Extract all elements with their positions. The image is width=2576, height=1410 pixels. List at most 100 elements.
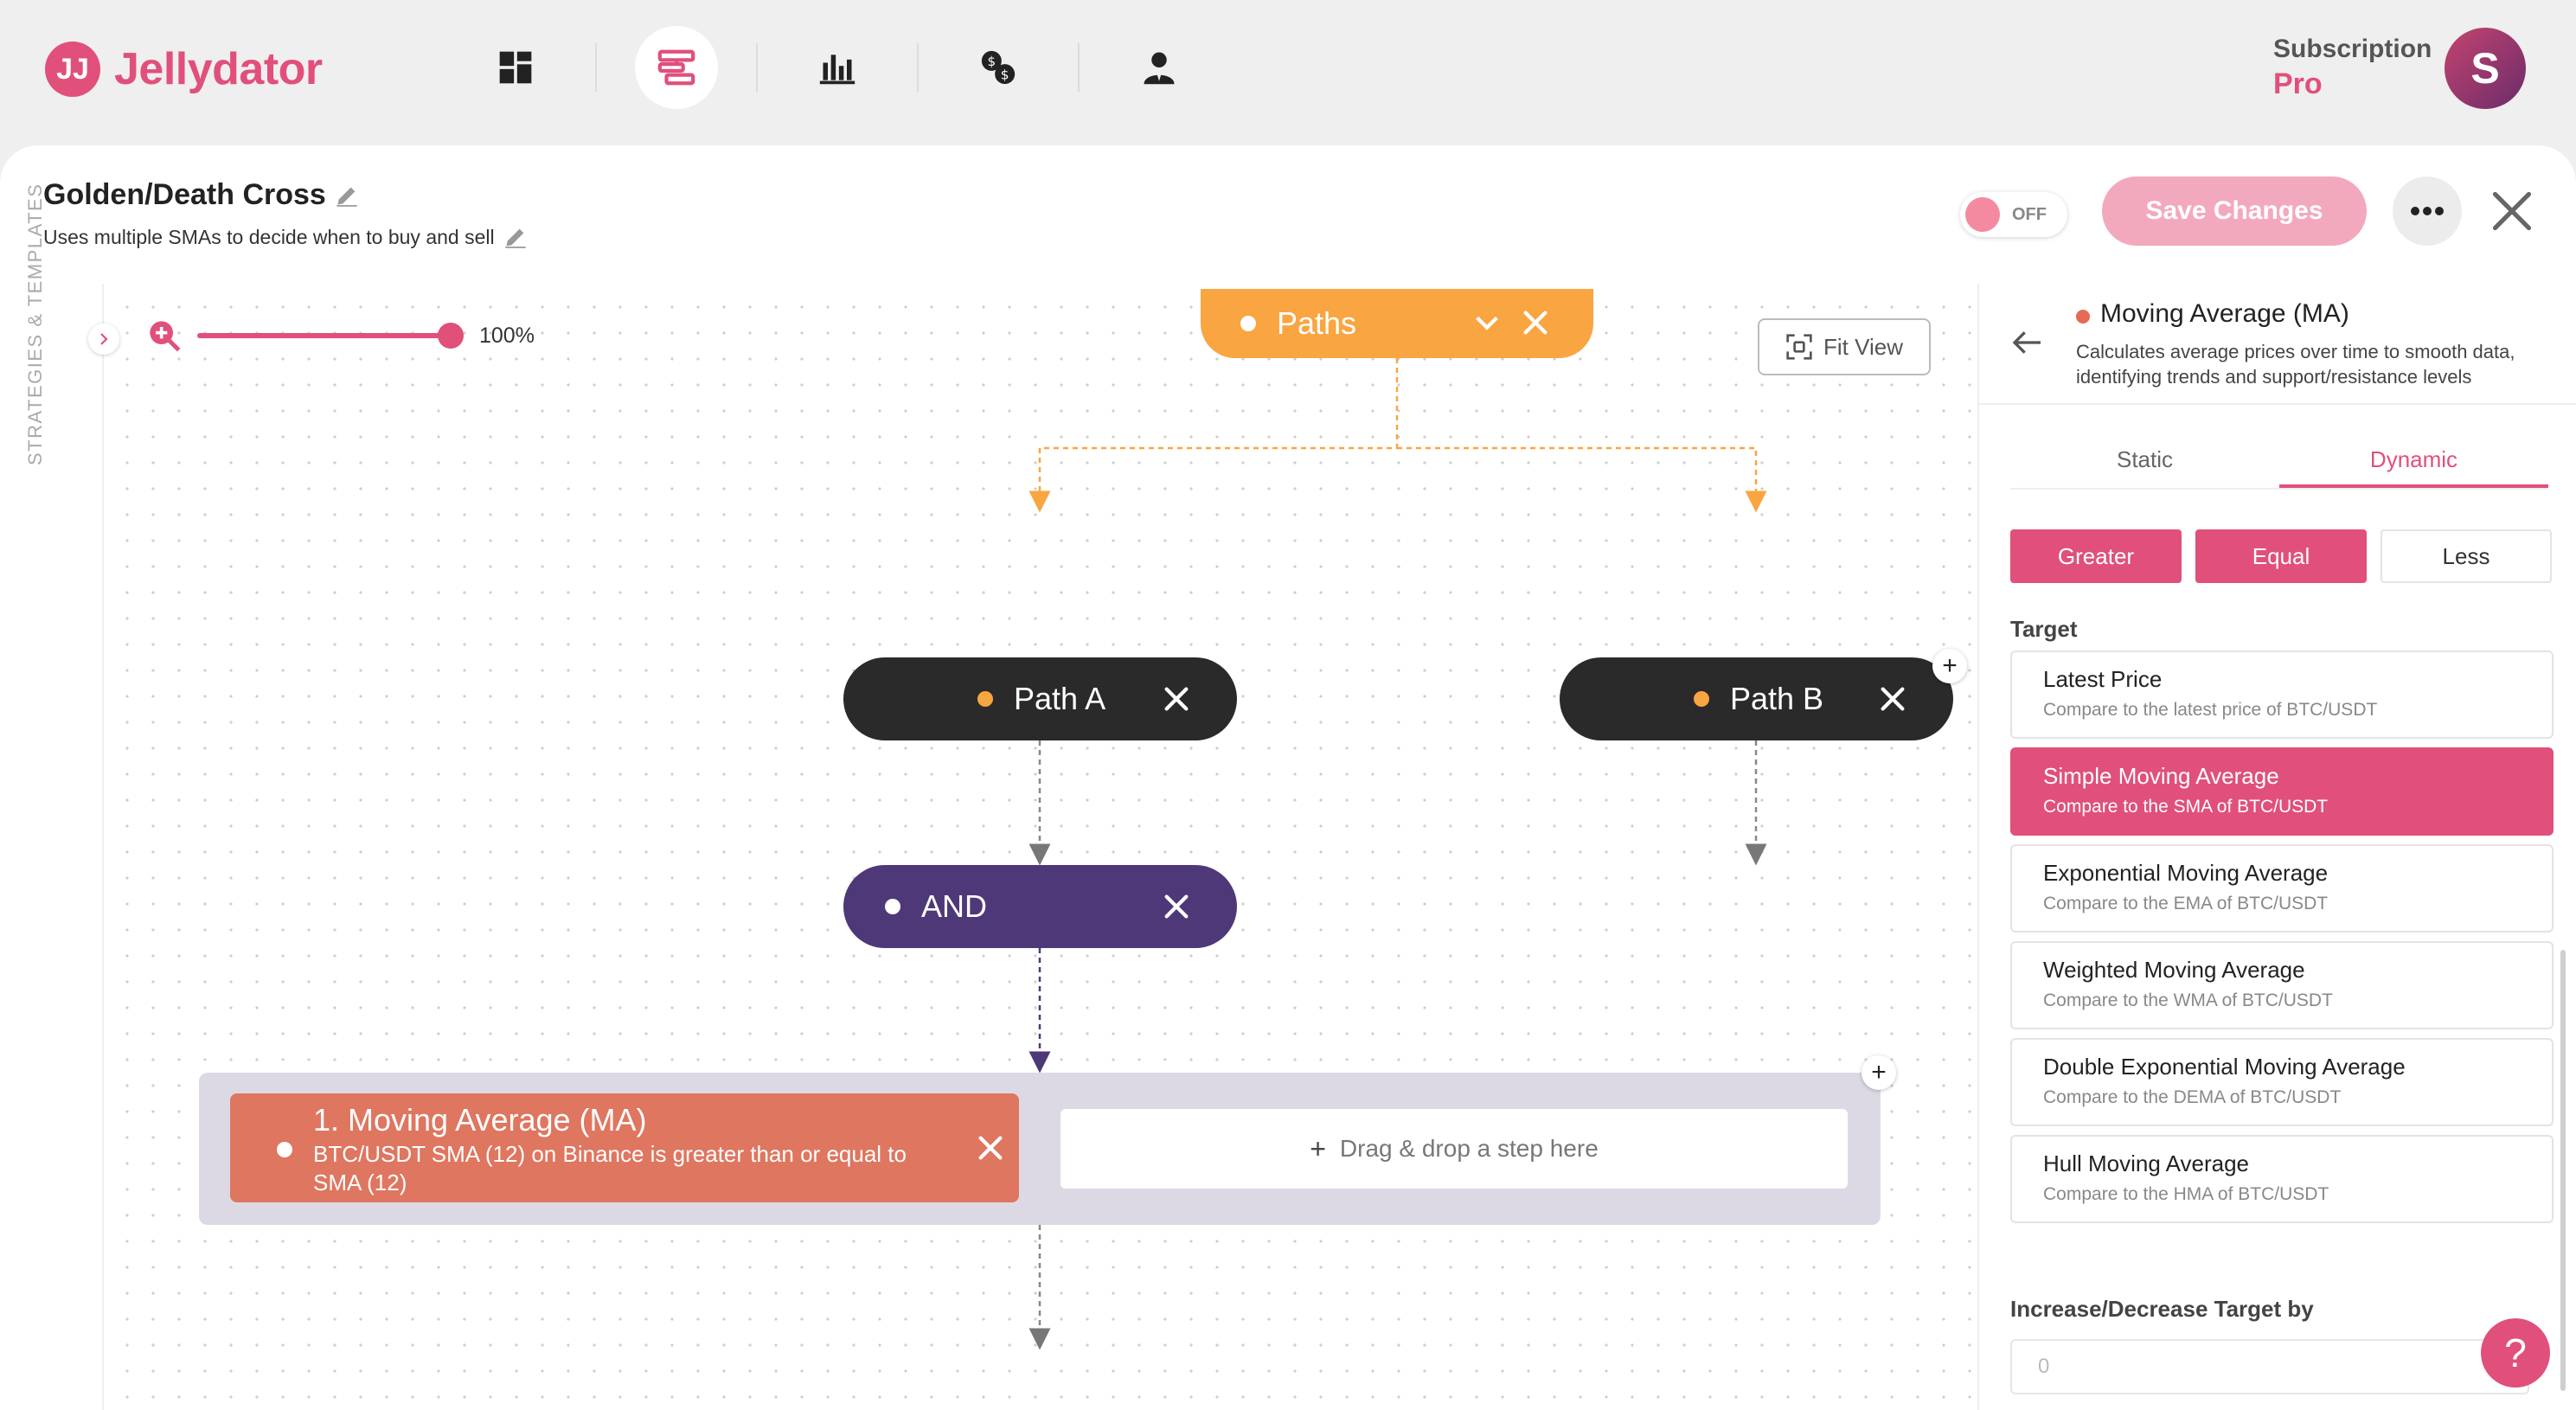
target-option[interactable]: Double Exponential Moving Average Compar… [2010,1038,2554,1126]
increase-decrease-input[interactable]: 0 % [2010,1339,2529,1394]
close-icon[interactable] [1162,684,1191,714]
comparison-equal-button[interactable]: Equal [2195,529,2367,583]
and-step-group: 1. Moving Average (MA) BTC/USDT SMA (12)… [199,1073,1881,1225]
brand-logo[interactable]: JJ Jellydator [45,42,323,97]
back-button[interactable] [2010,325,2045,364]
close-icon [2492,191,2532,231]
zoom-slider-handle[interactable] [438,323,464,349]
add-path-button[interactable]: + [1932,649,1967,683]
and-node[interactable]: AND [843,865,1237,948]
zoom-in-icon[interactable] [147,318,182,353]
and-node-label: AND [921,888,988,924]
strategy-editor-panel: Golden/Death Cross Uses multiple SMAs to… [0,145,2576,1410]
target-option-name: Hull Moving Average [2043,1150,2249,1176]
close-icon[interactable] [1521,308,1550,337]
target-option-desc: Compare to the latest price of BTC/USDT [2043,700,2378,720]
close-editor-button[interactable] [2484,183,2540,239]
paths-node[interactable]: Paths [1201,289,1593,358]
target-option-desc: Compare to the WMA of BTC/USDT [2043,990,2333,1010]
sidebar-header: Moving Average (MA) Calculates average p… [1979,284,2576,405]
step-settings-sidebar: Moving Average (MA) Calculates average p… [1977,284,2576,1410]
svg-text:$: $ [987,54,996,69]
increase-decrease-label: Increase/Decrease Target by [2010,1296,2314,1322]
strategy-description: Uses multiple SMAs to decide when to buy… [43,225,495,248]
fit-view-button[interactable]: Fit View [1758,318,1931,375]
tab-static[interactable]: Static [2116,446,2174,472]
strategy-active-toggle[interactable]: OFF [1960,192,2067,237]
drop-zone-label: Drag & drop a step here [1339,1135,1599,1162]
increase-decrease-value: 0 [2038,1355,2050,1378]
target-option[interactable]: Weighted Moving Average Compare to the W… [2010,941,2554,1029]
zoom-level: 100% [479,323,535,348]
expand-drawer-button[interactable] [88,324,119,355]
step-drop-zone[interactable]: + Drag & drop a step here [1061,1109,1848,1189]
path-a-label: Path A [1014,681,1106,716]
zoom-slider[interactable] [197,323,464,349]
target-option-name: Latest Price [2043,666,2163,692]
user-icon [1144,52,1175,85]
indicator-description: Calculates average prices over time to s… [2076,341,2515,388]
close-icon[interactable] [976,1133,1005,1163]
target-option-desc: Compare to the EMA of BTC/USDT [2043,894,2329,913]
nav-analytics[interactable] [796,26,879,109]
node-status-dot [885,899,900,914]
comparison-greater-button[interactable]: Greater [2010,529,2182,583]
nav-divider [1078,43,1080,92]
close-icon[interactable] [1162,892,1191,921]
target-option[interactable]: Hull Moving Average Compare to the HMA o… [2010,1135,2554,1223]
node-connectors [1028,358,1767,1350]
edit-pencil-icon[interactable] [503,225,528,249]
sidebar-scrollbar[interactable] [2560,950,2566,1391]
strategy-description-row[interactable]: Uses multiple SMAs to decide when to buy… [43,225,528,249]
nav-divider [917,43,919,92]
drawer-label: STRATEGIES & TEMPLATES [24,183,46,465]
target-section-label: Target [2010,616,2078,642]
close-icon[interactable] [1878,684,1907,714]
target-option[interactable]: Latest Price Compare to the latest price… [2010,651,2554,739]
more-options-button[interactable] [2393,176,2462,246]
target-option-desc: Compare to the HMA of BTC/USDT [2043,1184,2329,1204]
strategy-title-row[interactable]: Golden/Death Cross [43,178,359,212]
target-option-desc: Compare to the SMA of BTC/USDT [2043,797,2329,817]
target-option-desc: Compare to the DEMA of BTC/USDT [2043,1087,2342,1107]
nav-exchanges[interactable]: $$ [957,26,1040,109]
toggle-knob [1965,197,2000,232]
more-dots-icon [2411,207,2444,215]
strategy-canvas[interactable]: STRATEGIES & TEMPLATES 100% Fit View Pat… [0,183,1977,1410]
subscription-info[interactable]: Subscription Pro [2273,33,2432,102]
avatar[interactable]: S [2445,28,2526,109]
nav-divider [756,43,758,92]
path-b-node[interactable]: Path B [1560,657,1953,740]
indicator-title: Moving Average (MA) [2100,299,2349,328]
toggle-state-label: OFF [2012,204,2047,224]
save-changes-button[interactable]: Save Changes [2102,176,2367,246]
target-option[interactable]: Exponential Moving Average Compare to th… [2010,844,2554,933]
edit-pencil-icon[interactable] [335,183,359,208]
strategies-templates-drawer[interactable]: STRATEGIES & TEMPLATES [0,183,104,1410]
top-navbar: JJ Jellydator $$ Subscription Pro S [0,0,2576,145]
moving-average-step-card[interactable]: 1. Moving Average (MA) BTC/USDT SMA (12)… [230,1093,1019,1202]
tab-dynamic[interactable]: Dynamic [2279,436,2548,488]
target-option-name: Exponential Moving Average [2043,860,2329,886]
nav-strategies[interactable] [635,26,718,109]
step-title: 1. Moving Average (MA) [313,1102,647,1138]
nav-dashboard[interactable] [474,26,557,109]
step-status-dot [277,1142,292,1157]
path-a-node[interactable]: Path A [843,657,1237,740]
strategy-title: Golden/Death Cross [43,178,326,211]
add-step-button[interactable]: + [1862,1055,1896,1090]
brand-name: Jellydator [114,44,323,94]
main-nav: $$ [436,26,1239,109]
chevron-down-icon[interactable] [1472,308,1502,337]
nav-account[interactable] [1118,26,1201,109]
chevron-right-icon [100,333,108,345]
target-option-selected[interactable]: Simple Moving Average Compare to the SMA… [2010,747,2554,836]
plus-icon: + [1310,1132,1326,1164]
chart-icon [819,54,855,85]
arrow-left-icon [2012,331,2041,354]
comparison-less-button[interactable]: Less [2381,529,2552,583]
subscription-label: Subscription [2273,35,2432,63]
help-button[interactable]: ? [2481,1318,2550,1388]
indicator-dot [2076,310,2090,324]
subscription-plan: Pro [2273,67,2323,100]
